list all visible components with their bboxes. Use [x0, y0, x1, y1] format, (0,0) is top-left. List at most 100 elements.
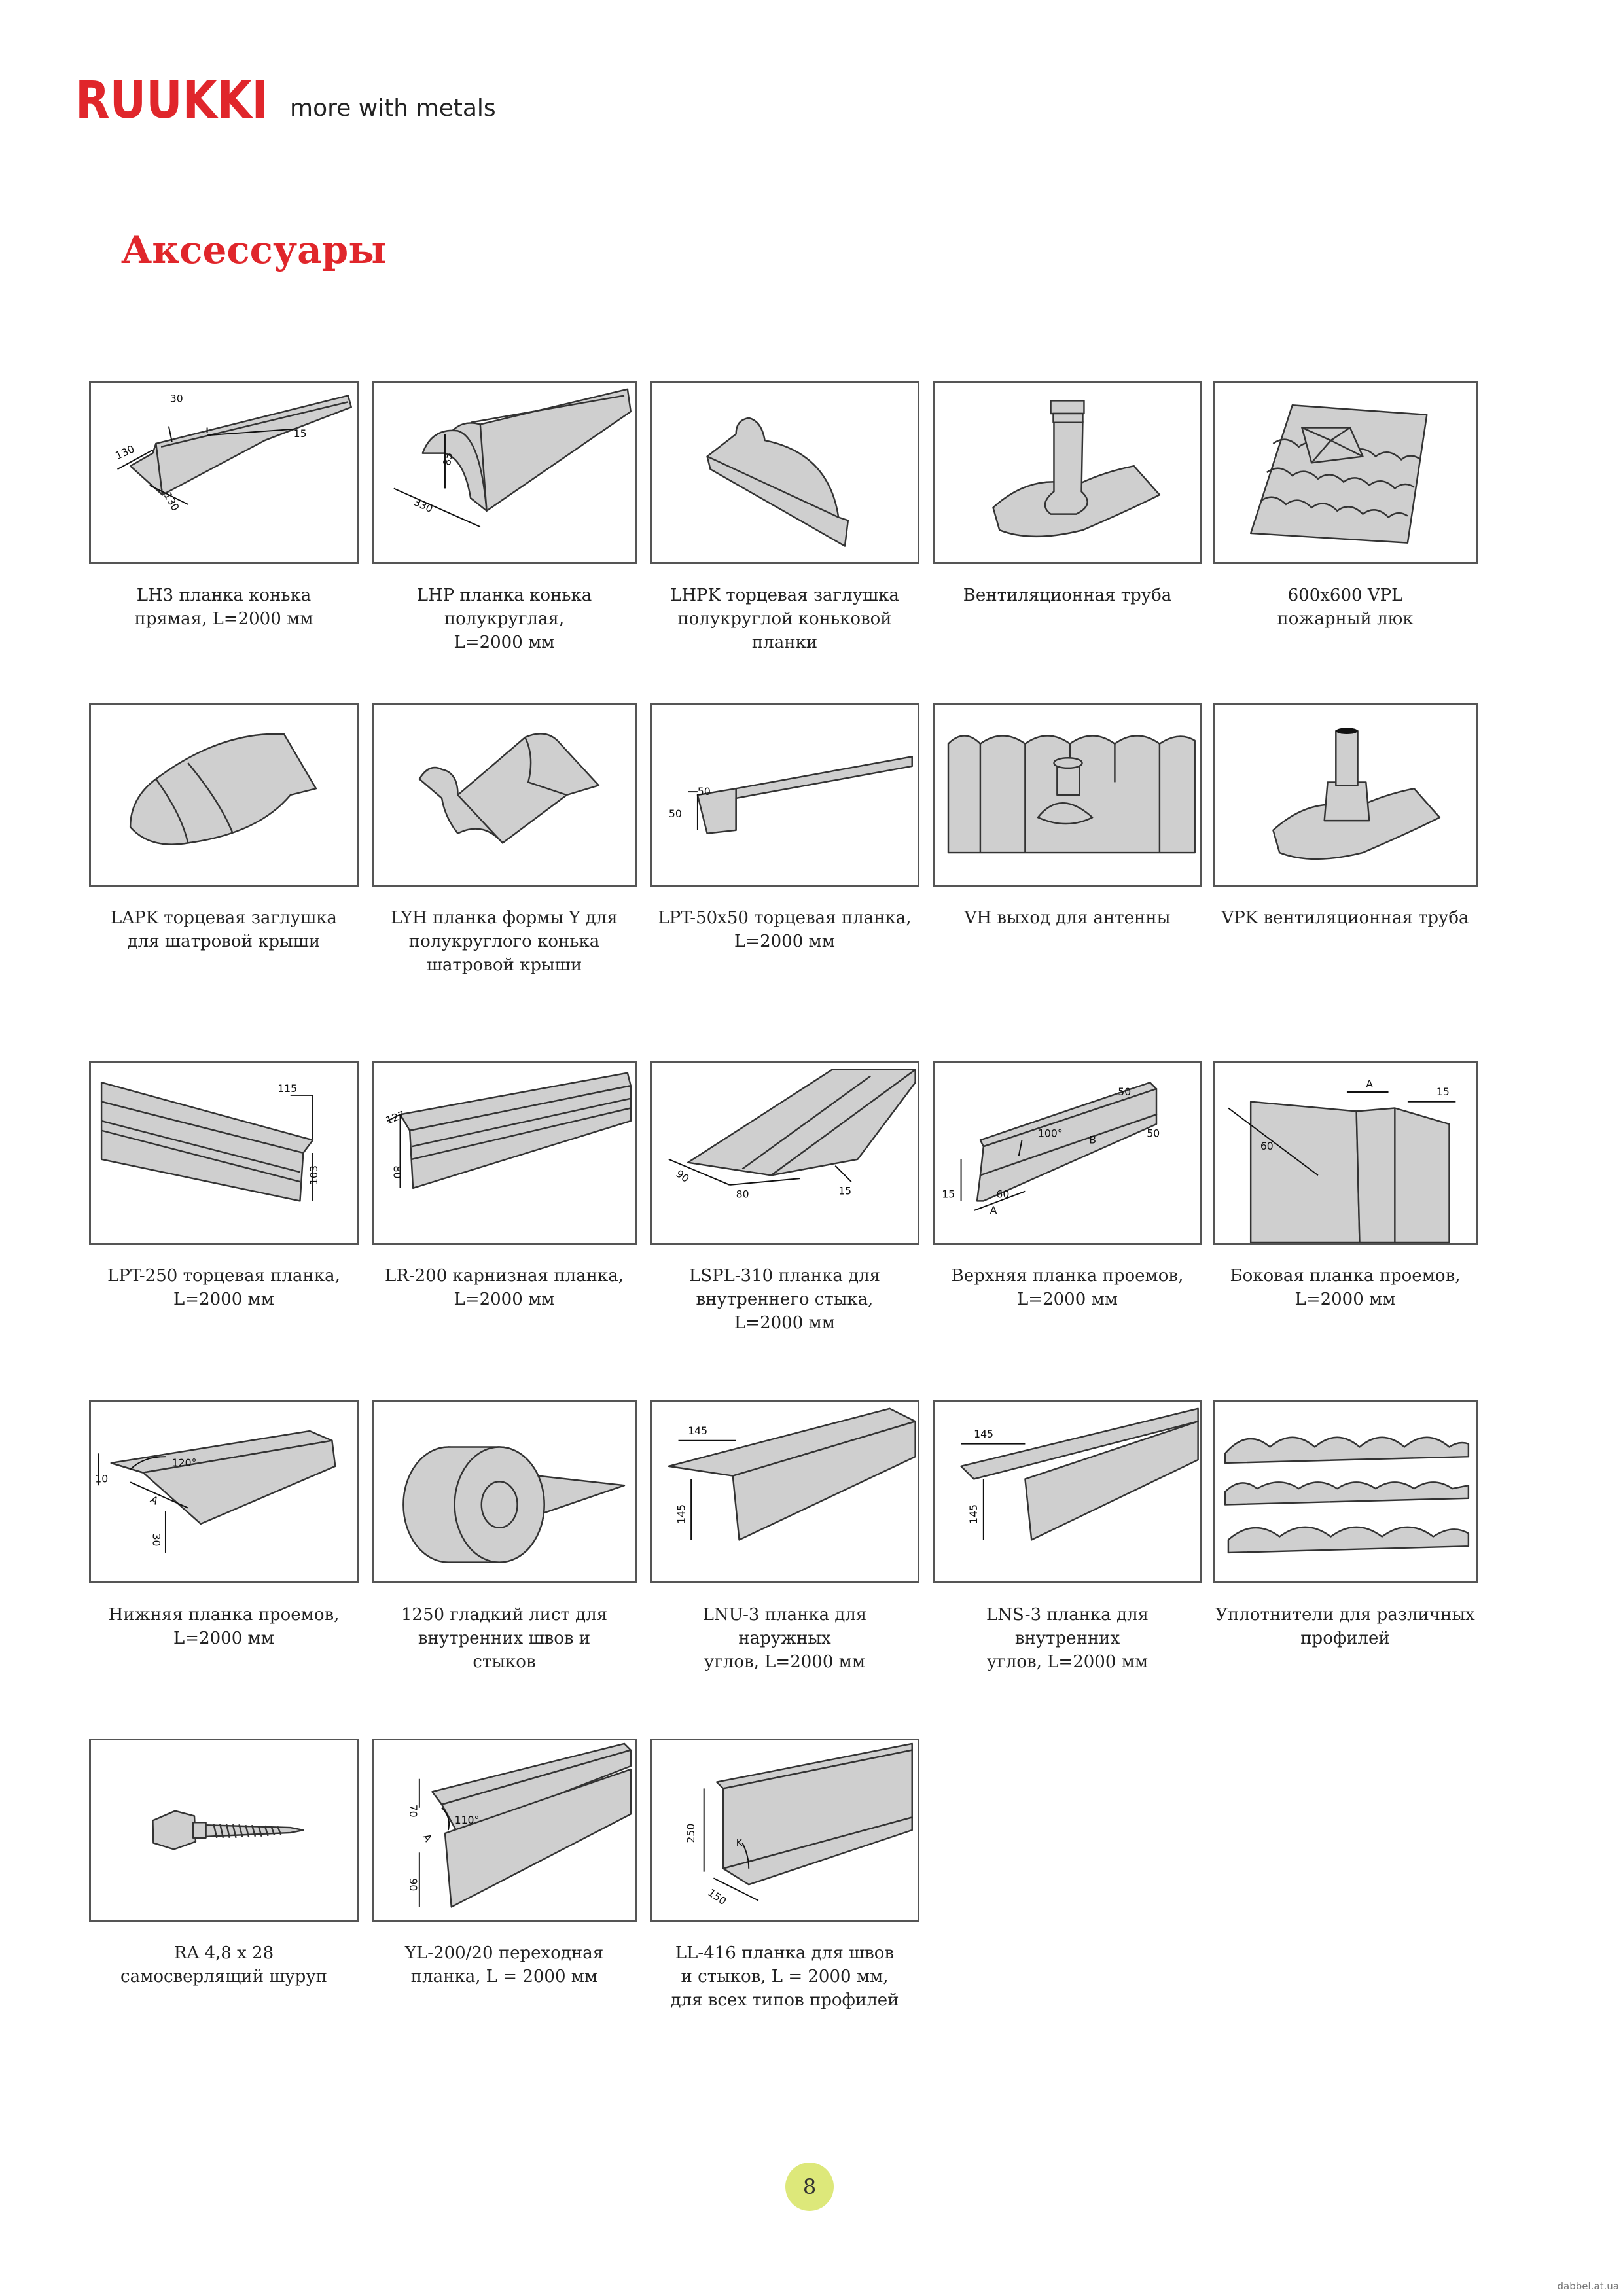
brand-tagline: more with metals — [290, 95, 496, 122]
product-caption: LNU-3 планка для наружных углов, L=2000 … — [702, 1605, 867, 1672]
product-illustration: 30 15 130 130 — [89, 381, 359, 564]
screw-icon — [152, 1810, 304, 1850]
dim-label: A — [990, 1204, 997, 1216]
dim-label: 145 — [688, 1424, 707, 1437]
dim-label: 50 — [1147, 1127, 1160, 1140]
dim-label: 150 — [705, 1886, 728, 1908]
ridge-straight-icon: 30 15 130 130 — [113, 392, 352, 513]
product-caption: LAPK торцевая заглушка для шатровой крыш… — [111, 908, 337, 951]
product-illustration: 85 330 — [372, 381, 637, 564]
profile-seals-icon — [1224, 1436, 1470, 1554]
ridge-round-icon: 85 330 — [393, 388, 632, 528]
product-illustration — [933, 381, 1202, 564]
watermark: dabbel.at.ua — [1557, 2280, 1619, 2292]
dim-label: 127 — [384, 1108, 407, 1127]
dim-label: 15 — [294, 427, 307, 440]
vent-pipe-icon — [992, 400, 1161, 538]
dim-label: 50 — [698, 785, 711, 798]
vent-pipe-2-icon — [1272, 728, 1441, 860]
product-caption: Верхняя планка проемов, L=2000 мм — [951, 1266, 1184, 1309]
top-opening-trim-icon: 50 100° B 50 15 60 A — [942, 1082, 1160, 1216]
dim-label: 90 — [673, 1167, 691, 1185]
product-caption: Вентиляционная труба — [963, 586, 1172, 605]
dim-label: A — [1366, 1078, 1373, 1090]
dim-label: 130 — [113, 442, 136, 462]
product-caption: VH выход для антенны — [964, 908, 1171, 928]
product-caption: LH3 планка конька прямая, L=2000 мм — [134, 586, 313, 629]
product-illustration: 145 145 — [650, 1400, 919, 1583]
product-caption: Боковая планка проемов, L=2000 мм — [1230, 1266, 1461, 1309]
product-illustration — [89, 703, 359, 887]
hip-end-cap-icon — [129, 733, 317, 845]
valley-trim-icon: 90 80 15 — [668, 1069, 916, 1201]
product-illustration — [1213, 1400, 1478, 1583]
dim-label: 70 — [407, 1805, 419, 1818]
dim-label: 115 — [277, 1082, 297, 1095]
product-caption: 600х600 VPL пожарный люк — [1277, 586, 1414, 629]
ruukki-logo-icon: RUUKKI — [75, 77, 268, 123]
dim-label: 103 — [308, 1165, 320, 1185]
page-title: Аксессуары — [121, 228, 387, 272]
dim-label: 50 — [1118, 1086, 1131, 1098]
product-illustration: 250 K 150 — [650, 1739, 919, 1922]
product-caption: 1250 гладкий лист для внутренних швов и … — [401, 1605, 608, 1672]
dim-label: A — [420, 1831, 435, 1844]
outer-corner-icon: 145 145 — [668, 1407, 916, 1541]
product-caption: LPT-50x50 торцевая планка, L=2000 мм — [658, 908, 912, 951]
dim-label: 60 — [1260, 1140, 1274, 1152]
dim-label: 15 — [838, 1185, 851, 1197]
dim-label: 110° — [455, 1814, 480, 1826]
product-caption: LYH планка формы Y для полукруглого конь… — [391, 908, 618, 975]
dim-label: 30 — [170, 392, 183, 404]
product-caption: LHPK торцевая заглушка полукруглой коньк… — [670, 586, 899, 652]
transition-trim-icon: 70 110° A 90 — [407, 1742, 632, 1908]
product-caption: RA 4,8 x 28 самосверлящий шуруп — [120, 1943, 327, 1987]
page-number-badge: 8 — [785, 2163, 834, 2211]
gable-trim-250-icon: 115 103 — [100, 1082, 320, 1202]
dim-label: 120° — [172, 1457, 197, 1469]
product-caption: LNS-3 планка для внутренних углов, L=200… — [986, 1605, 1149, 1672]
antenna-outlet-icon — [947, 735, 1196, 854]
dim-label: 85 — [440, 451, 455, 467]
product-illustration — [89, 1739, 359, 1922]
gable-trim-50-icon: 50 50 — [669, 756, 913, 834]
brand-logo: RUUKKI more with metals — [75, 77, 496, 123]
dim-label: 60 — [996, 1188, 1009, 1201]
dim-label: 145 — [675, 1504, 687, 1524]
dim-label: 80 — [391, 1166, 404, 1179]
dim-label: 10 — [95, 1472, 108, 1485]
dim-label: 90 — [407, 1878, 419, 1891]
product-illustration: 50 50 — [650, 703, 919, 887]
product-caption: LR-200 карнизная планка, L=2000 мм — [385, 1266, 624, 1309]
product-caption: YL-200/20 переходная планка, L = 2000 мм — [404, 1943, 604, 1987]
product-illustration: 70 110° A 90 — [372, 1739, 637, 1922]
side-opening-trim-icon: A 15 60 — [1228, 1078, 1456, 1243]
eaves-trim-icon: 127 80 — [384, 1072, 632, 1190]
dim-label: 15 — [942, 1188, 955, 1201]
product-illustration: 115 103 — [89, 1061, 359, 1245]
dim-label: B — [1089, 1133, 1096, 1146]
page-number: 8 — [802, 2174, 817, 2199]
product-caption: LHP планка конька полукруглая, L=2000 мм — [416, 586, 592, 652]
product-illustration — [1213, 381, 1478, 564]
ridge-end-cap-icon — [706, 417, 849, 547]
roof-hatch-icon — [1249, 404, 1428, 544]
product-caption: VPK вентиляционная труба — [1221, 908, 1469, 928]
dim-label: 100° — [1038, 1127, 1063, 1140]
dim-label: 145 — [974, 1428, 993, 1440]
dim-label: 30 — [150, 1534, 162, 1547]
dim-label: 330 — [412, 495, 435, 515]
bottom-opening-trim-icon: 10 120° A 30 — [95, 1430, 336, 1553]
dim-label: K — [736, 1836, 743, 1848]
product-illustration: 145 145 — [933, 1400, 1202, 1583]
product-illustration: A 15 60 — [1213, 1061, 1478, 1245]
product-caption: Уплотнители для различных профилей — [1215, 1605, 1475, 1648]
dim-label: 50 — [669, 807, 682, 820]
inner-corner-icon: 145 145 — [960, 1407, 1199, 1541]
y-ridge-icon — [418, 733, 600, 844]
brand-wordmark: RUUKKI — [75, 77, 268, 123]
product-caption: LL-416 планка для швов и стыков, L = 200… — [670, 1943, 899, 2010]
product-caption: Нижняя планка проемов, L=2000 мм — [108, 1605, 340, 1648]
seam-trim-icon: 250 K 150 — [685, 1742, 913, 1908]
product-illustration: 50 100° B 50 15 60 A — [933, 1061, 1202, 1245]
